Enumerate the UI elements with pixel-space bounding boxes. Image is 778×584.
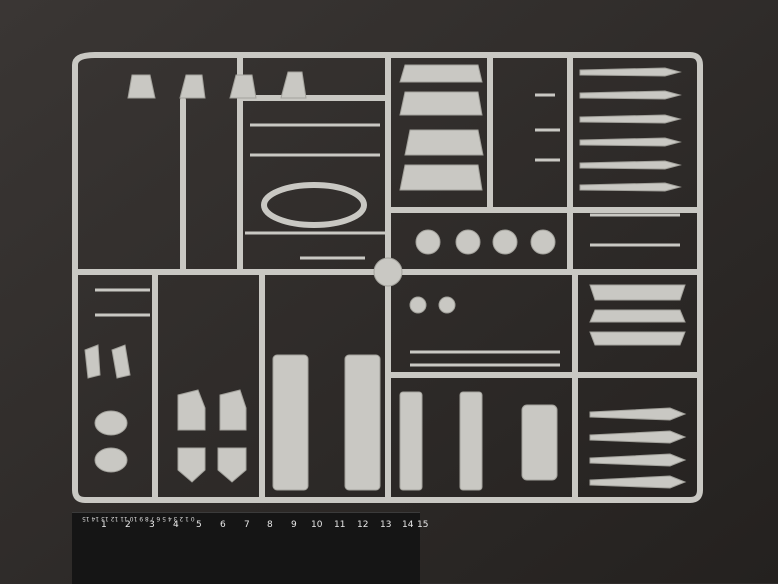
ruler-number: 14 (402, 520, 414, 530)
ruler-number: 9 (291, 520, 297, 530)
ruler-number: 3 (149, 520, 155, 530)
small-detail-parts (95, 93, 680, 367)
ruler-number: 2 (125, 520, 131, 530)
ruler-number: 15 (417, 520, 429, 530)
ruler-number: 1 (101, 520, 107, 530)
ruler-number: 4 (173, 520, 179, 530)
ruler-number: 10 (311, 520, 323, 530)
ruler-number: 11 (334, 520, 346, 530)
ruler-number: 6 (220, 520, 226, 530)
ruler-number: 13 (380, 520, 392, 530)
ruler-number: 7 (244, 520, 250, 530)
ruler-number: 5 (196, 520, 202, 530)
sprue-parts (84, 64, 687, 491)
ruler-number: 12 (357, 520, 369, 530)
ruler: 0 1 2 3 4 5 6 7 8 9 10 11 12 13 14 15 1 … (72, 512, 428, 584)
ruler-number: 8 (267, 520, 273, 530)
